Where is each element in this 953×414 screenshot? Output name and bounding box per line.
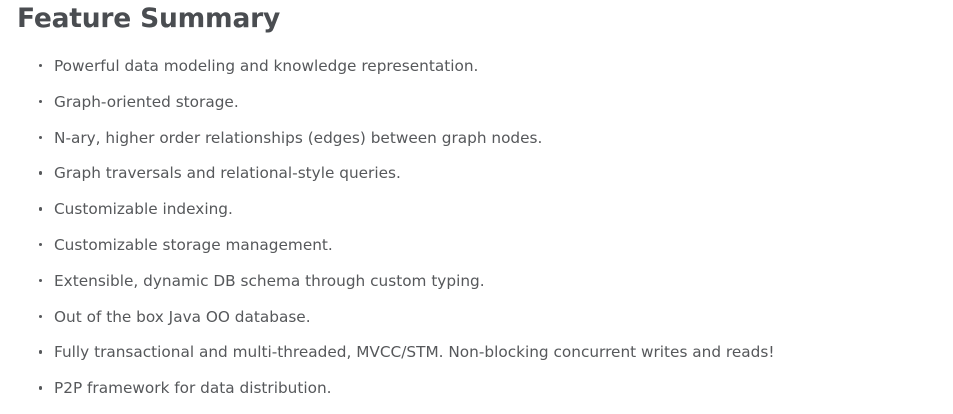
list-item: Extensible, dynamic DB schema through cu… <box>0 270 953 306</box>
bullet-dot-icon <box>39 350 43 354</box>
bullet-dot-icon <box>39 207 43 211</box>
list-item: N-ary, higher order relationships (edges… <box>0 127 953 163</box>
list-item-label: Graph traversals and relational-style qu… <box>54 164 401 183</box>
list-item: Graph-oriented storage. <box>0 91 953 127</box>
list-item: Customizable storage management. <box>0 234 953 270</box>
bullet-dot-icon <box>39 242 43 247</box>
feature-list: Powerful data modeling and knowledge rep… <box>0 55 953 413</box>
bullet-dot-icon <box>39 386 43 390</box>
bullet-dot-icon <box>39 64 43 68</box>
list-item-label: N-ary, higher order relationships (edges… <box>54 128 543 147</box>
list-item-label: Graph-oriented storage. <box>54 92 239 111</box>
page-title: Feature Summary <box>17 3 281 34</box>
list-item: Out of the box Java OO database. <box>0 306 953 342</box>
bullet-dot-icon <box>39 171 43 175</box>
bullet-dot-icon <box>39 314 43 318</box>
list-item: Powerful data modeling and knowledge rep… <box>0 55 953 91</box>
list-item: Graph traversals and relational-style qu… <box>0 162 953 198</box>
list-item-label: Customizable storage management. <box>54 235 333 254</box>
list-item-label: Powerful data modeling and knowledge rep… <box>54 57 479 75</box>
list-item-label: Out of the box Java OO database. <box>54 307 311 326</box>
list-item-label: Customizable indexing. <box>54 200 233 219</box>
bullet-dot-icon <box>39 278 43 283</box>
list-item-label: P2P framework for data distribution. <box>54 379 332 398</box>
bullet-dot-icon <box>39 135 43 139</box>
list-item-label: Extensible, dynamic DB schema through cu… <box>54 271 485 290</box>
list-item: Customizable indexing. <box>0 198 953 234</box>
list-item-label: Fully transactional and multi-threaded, … <box>54 343 775 362</box>
bullet-dot-icon <box>39 99 43 104</box>
list-item: P2P framework for data distribution. <box>0 377 953 413</box>
list-item: Fully transactional and multi-threaded, … <box>0 341 953 377</box>
